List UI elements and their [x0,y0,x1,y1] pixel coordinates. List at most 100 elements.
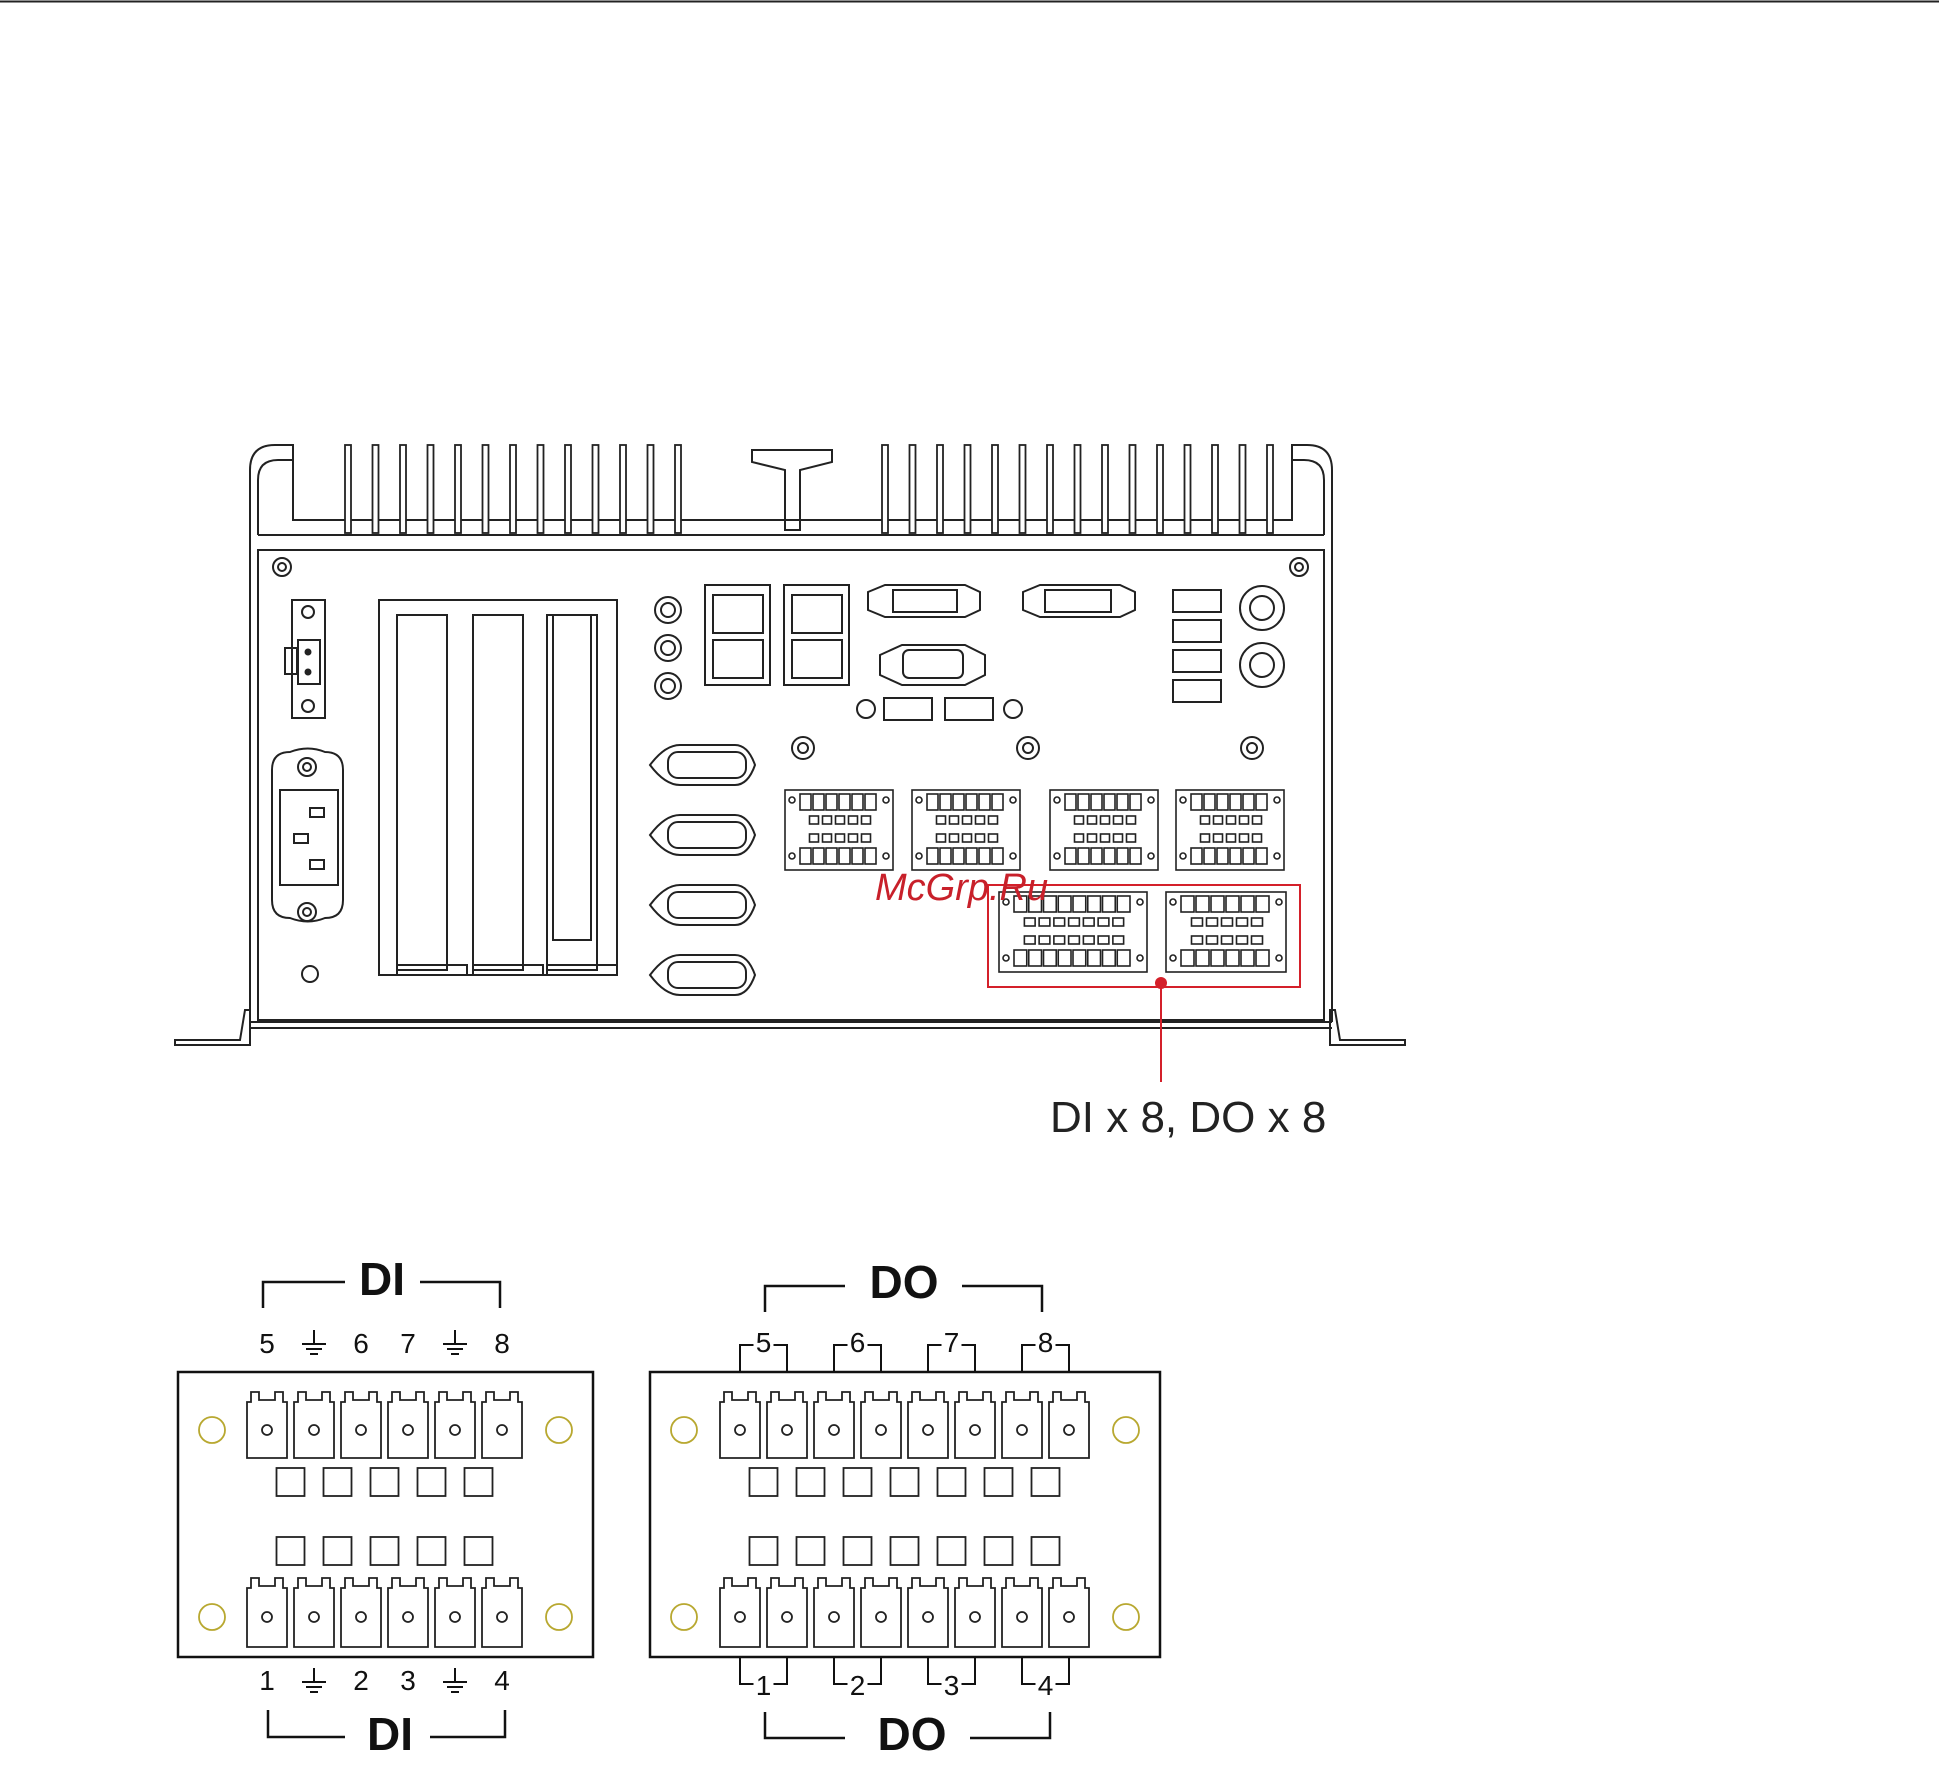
led-square [465,1537,493,1565]
led-square [938,1468,966,1496]
power-terminal-block [285,600,325,718]
led-square [1032,1537,1060,1565]
led-square [985,1537,1013,1565]
di-pin-label: 1 [259,1665,275,1696]
di-pin-label: 6 [353,1328,369,1359]
fin [400,445,406,533]
do-pin-label: 3 [944,1670,960,1701]
fin [675,445,681,533]
fin [1240,445,1246,533]
led-square [1032,1468,1060,1496]
ground-icon [443,1668,467,1692]
led-square [277,1537,305,1565]
chassis-rear-panel [175,445,1405,1045]
ground-icon [443,1330,467,1354]
fin [565,445,571,533]
ground-icon [302,1330,326,1354]
fin [910,445,916,533]
led-square [465,1468,493,1496]
led-square [750,1537,778,1565]
led-square [371,1537,399,1565]
di-pin-label: 3 [400,1665,416,1696]
usb-ports [857,590,1221,720]
led-indicator [302,966,318,982]
do-pin-label: 2 [850,1670,866,1701]
mount-hole [546,1604,572,1630]
mount-hole [1113,1604,1139,1630]
video-ports [868,585,1135,685]
fin [373,445,379,533]
do-pin-label: 1 [756,1670,772,1701]
fin [483,445,489,533]
led-square [277,1468,305,1496]
do-pin-label: 6 [850,1327,866,1358]
fin [510,445,516,533]
do-connector-detail: DO DO 5 6 7 8 1 2 3 4 [650,1256,1160,1760]
do-pin-label: 4 [1038,1670,1054,1701]
fin [1130,445,1136,533]
led-square [797,1537,825,1565]
led-square [750,1468,778,1496]
fin [345,445,351,533]
fin [1075,445,1081,533]
do-pin-label: 5 [756,1327,772,1358]
mount-hole [199,1604,225,1630]
callout-dot [1155,977,1167,989]
audio-jacks [655,597,681,699]
led-square [418,1537,446,1565]
di-title-bottom: DI [367,1708,413,1760]
fin [620,445,626,533]
di-pin-label: 8 [494,1328,510,1359]
fin [965,445,971,533]
com-ports [650,745,755,995]
mount-hole [671,1417,697,1443]
do-pin-label: 7 [944,1327,960,1358]
led-square [324,1537,352,1565]
di-pin-label: 4 [494,1665,510,1696]
fin [428,445,434,533]
do-title-bottom: DO [878,1708,947,1760]
led-square [938,1537,966,1565]
fin [648,445,654,533]
fin [1047,445,1053,533]
led-square [891,1468,919,1496]
fin [882,445,888,533]
mount-hole [546,1417,572,1443]
led-square [418,1468,446,1496]
di-title-top: DI [359,1253,405,1305]
fin [1212,445,1218,533]
led-square [844,1537,872,1565]
led-square [797,1468,825,1496]
fin [937,445,943,533]
fin [538,445,544,533]
do-pin-label: 8 [1038,1327,1054,1358]
led-square [844,1468,872,1496]
fin [593,445,599,533]
fin [455,445,461,533]
fin [1157,445,1163,533]
fin [1185,445,1191,533]
mount-hole [1113,1417,1139,1443]
fin [992,445,998,533]
ps2-ports [1240,586,1284,687]
standoff-screws [792,737,1263,759]
expansion-slots [379,600,617,975]
fin [1267,445,1273,533]
ac-power-inlet [272,749,343,922]
di-pin-label: 2 [353,1665,369,1696]
di-pin-label: 5 [259,1328,275,1359]
led-square [371,1468,399,1496]
mount-hole [671,1604,697,1630]
ground-icon [302,1668,326,1692]
watermark: McGrp.Ru [875,867,1048,909]
do-title-top: DO [870,1256,939,1308]
led-square [985,1468,1013,1496]
fin [1020,445,1026,533]
mount-hole [199,1417,225,1443]
fin [1102,445,1108,533]
led-square [891,1537,919,1565]
callout-label: DI x 8, DO x 8 [1050,1093,1326,1142]
di-pin-label: 7 [400,1328,416,1359]
